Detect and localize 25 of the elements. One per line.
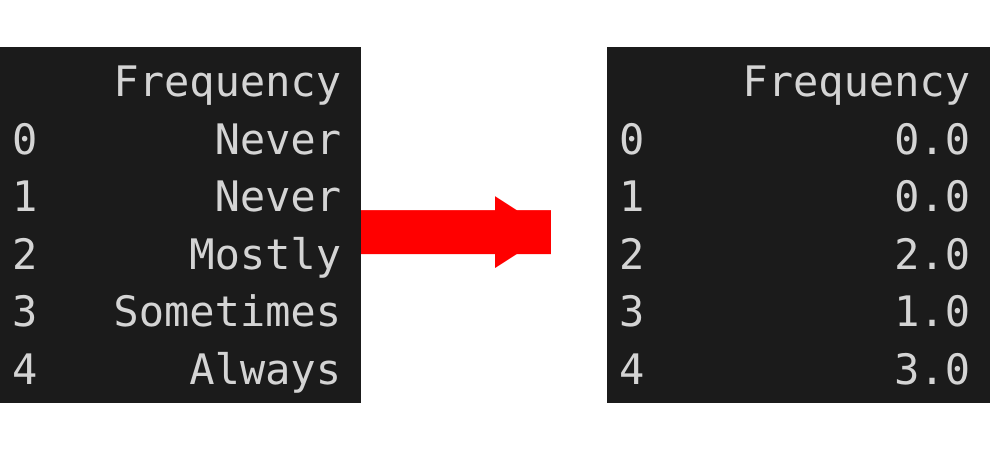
- row-index: 4: [12, 344, 38, 396]
- table-value: 2.0: [894, 228, 970, 280]
- table-value: 0.0: [894, 171, 970, 223]
- row-index: 2: [619, 228, 644, 280]
- row-index: 1: [12, 171, 38, 223]
- column-header: Frequency: [742, 56, 970, 108]
- row-index: 3: [619, 286, 644, 338]
- row-index: 4: [619, 344, 644, 396]
- row-index: 2: [12, 228, 38, 280]
- table-value: 0.0: [894, 114, 970, 166]
- arrow: [361, 196, 551, 268]
- table-panel: [0, 47, 361, 403]
- row-index: 1: [619, 171, 644, 223]
- table-value: Never: [214, 171, 341, 223]
- row-index: 3: [12, 286, 38, 338]
- table-panel: [607, 47, 990, 403]
- table-value: 1.0: [894, 286, 970, 338]
- table-value: Sometimes: [113, 286, 341, 338]
- table-value: 3.0: [894, 344, 970, 396]
- row-index: 0: [12, 114, 38, 166]
- column-header: Frequency: [113, 56, 341, 108]
- row-index: 0: [619, 114, 644, 166]
- table-value: Mostly: [189, 228, 341, 280]
- table-value: Never: [214, 114, 341, 166]
- table-value: Always: [189, 344, 341, 396]
